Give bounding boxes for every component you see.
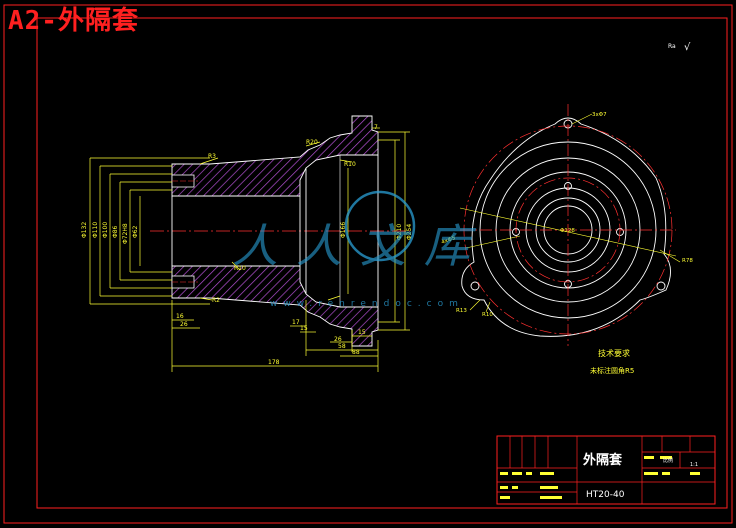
dim-pcd: Φ128 [560,228,575,234]
roughness-mark: Ra √ [668,42,691,53]
dim-d110: Φ110 [92,222,99,238]
dim-angle: 4xΦ5 [441,235,457,246]
title-block: 外隔套 HT20-40 比例 1:1 [496,435,716,505]
dim-r78: R78 [682,258,693,264]
dim-holes: 3xΦ7 [592,112,607,118]
dim-d86: Φ86 [112,225,119,238]
end-view: 3xΦ7 Φ128 4xΦ5 R78 R13 R10 技术要求 未标注圆角R5 [441,104,693,375]
outer-border [3,4,733,524]
tech-note: 未标注圆角R5 [590,366,634,375]
dim-d166: Φ166 [340,222,347,238]
dim-17: 17 [292,319,300,326]
material: HT20-40 [586,490,625,500]
dim-r3: R3 [208,153,216,160]
inner-border [36,17,728,509]
dim-26b: 26 [334,336,342,343]
dim-d62: Φ62 [132,225,139,238]
dim-r10: R10 [344,161,356,168]
dim-d132: Φ132 [81,222,88,238]
dim-26: 26 [180,321,188,328]
flange-outline [461,117,671,337]
dim-58: 58 [338,343,346,350]
dim-r20: R20 [306,139,318,146]
dim-7: 7 [374,124,378,131]
lower-wall-hatch [171,265,379,347]
watermark-url: www.renrendoc.com [270,299,464,309]
dim-d100: Φ100 [102,222,109,238]
watermark: 人人文库 www.renrendoc.com [232,190,488,309]
dim-15b: 15 [358,329,366,336]
svg-text:√: √ [684,42,691,53]
dim-16: 16 [176,313,184,320]
dim-r10b: R10 [234,265,246,272]
dim-d210: Φ210 [396,224,403,240]
section-view: Φ132 Φ110 Φ100 Φ86 Φ72H8 Φ62 Φ166 Φ210 Φ… [81,115,413,372]
dim-d72: Φ72H8 [122,223,129,244]
watermark-text: 人人文库 [232,219,488,273]
sheet-title: A2-外隔套 [8,6,139,36]
tech-heading: 技术要求 [598,348,630,358]
dim-15: 15 [300,325,308,332]
dim-r2: R2 [212,297,220,304]
dim-r13: R13 [456,308,467,314]
part-name: 外隔套 [582,452,623,468]
dim-178: 178 [268,359,280,366]
svg-text:Ra: Ra [668,43,676,50]
dim-d254: Φ254 [406,224,413,240]
scale-label: 比例 [663,457,673,464]
dim-r10c: R10 [482,312,493,318]
dim-88: 88 [352,349,360,356]
upper-wall-hatch [171,115,379,197]
scale-value: 1:1 [690,462,698,468]
